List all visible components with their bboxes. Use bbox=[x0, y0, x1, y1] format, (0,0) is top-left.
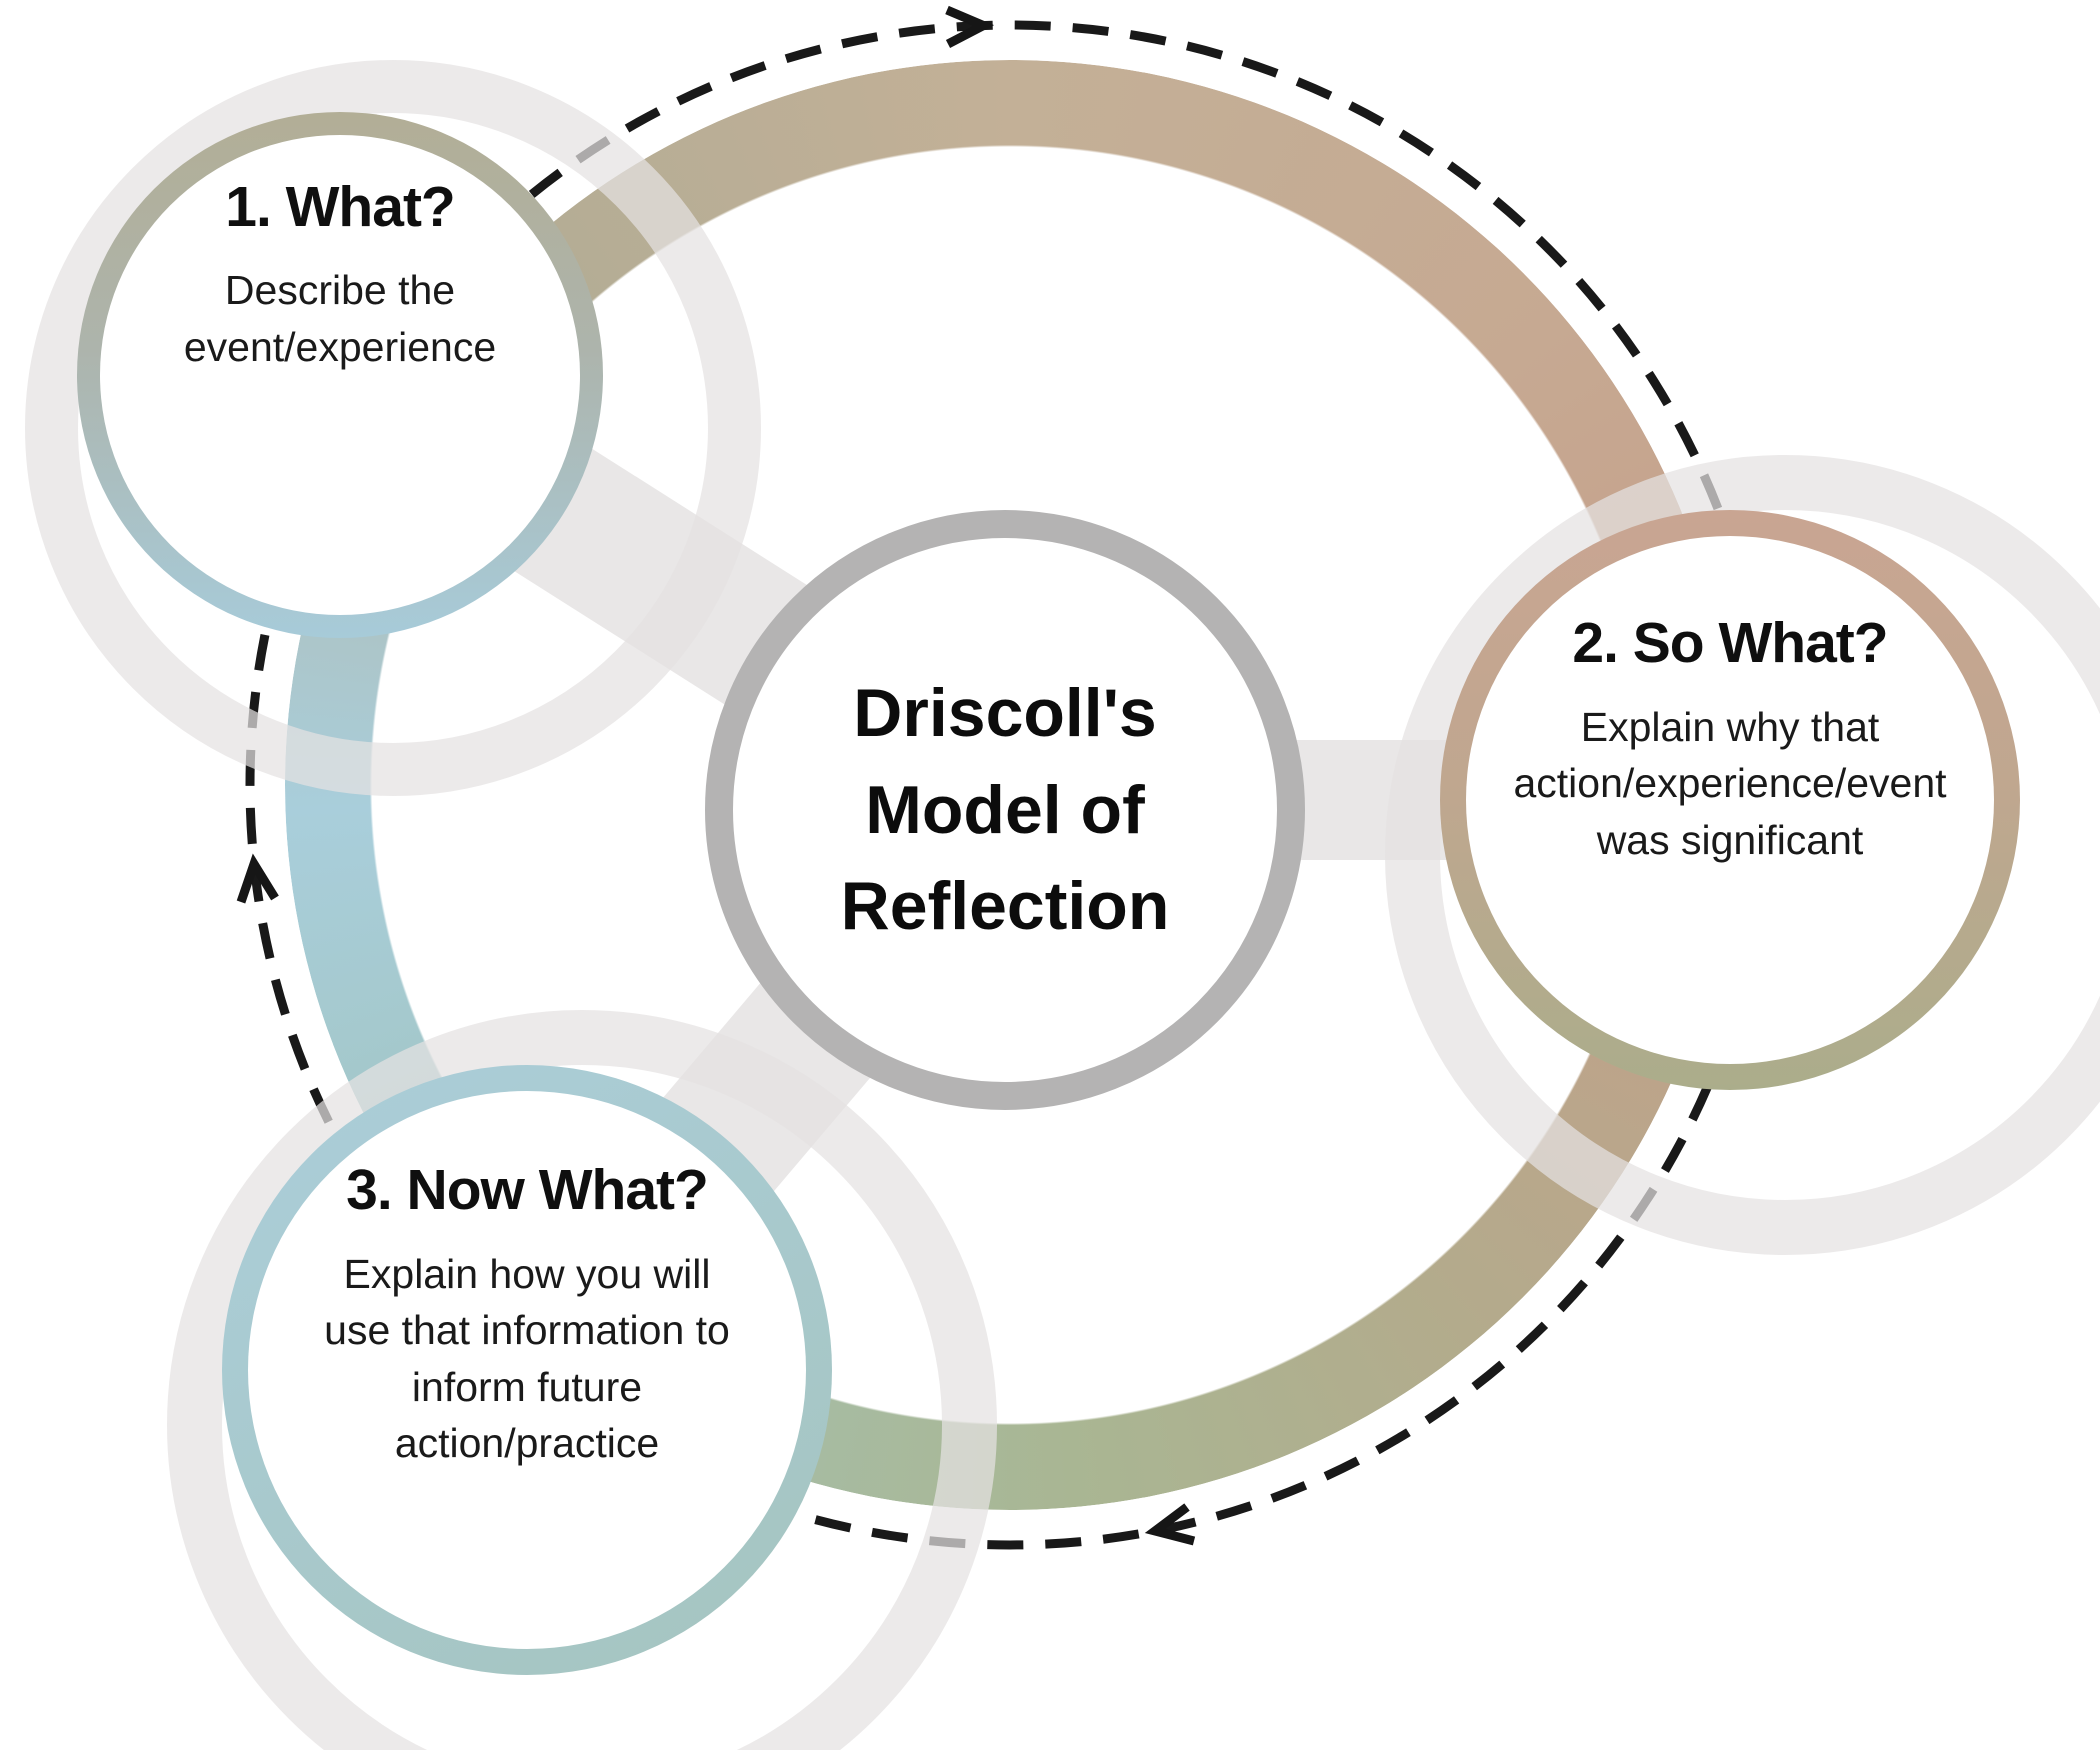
diagram-title: Driscoll's Model of Reflection bbox=[841, 665, 1170, 955]
step2-description: Explain why that action/experience/event… bbox=[1513, 703, 1947, 864]
step2-inner: 2. So What? Explain why that action/expe… bbox=[1466, 536, 1994, 1064]
step1-circle-what: 1. What? Describe the event/experience bbox=[77, 112, 603, 638]
arrowhead-left-icon bbox=[236, 853, 279, 904]
step2-heading: 2. So What? bbox=[1572, 611, 1888, 676]
center-hub-circle: Driscoll's Model of Reflection bbox=[705, 510, 1305, 1110]
step3-heading: 3. Now What? bbox=[346, 1158, 709, 1223]
arrowhead-bottom-icon bbox=[1144, 1503, 1196, 1546]
step3-circle-now-what: 3. Now What? Explain how you will use th… bbox=[222, 1065, 832, 1675]
diagram-title-line2: Model of bbox=[865, 771, 1145, 848]
step3-description: Explain how you will use that informatio… bbox=[324, 1250, 730, 1467]
step1-inner: 1. What? Describe the event/experience bbox=[100, 135, 580, 615]
step1-heading: 1. What? bbox=[225, 174, 455, 239]
dashed-arc-step1-to-step2 bbox=[528, 20, 1724, 515]
diagram-title-line1: Driscoll's bbox=[853, 675, 1157, 752]
step3-inner: 3. Now What? Explain how you will use th… bbox=[248, 1091, 806, 1649]
step1-description: Describe the event/experience bbox=[183, 267, 497, 370]
diagram-title-line3: Reflection bbox=[840, 868, 1170, 945]
dashed-arc-step3-to-step1 bbox=[245, 618, 333, 1124]
step2-circle-so-what: 2. So What? Explain why that action/expe… bbox=[1440, 510, 2020, 1090]
arrowhead-top-icon bbox=[945, 5, 995, 48]
